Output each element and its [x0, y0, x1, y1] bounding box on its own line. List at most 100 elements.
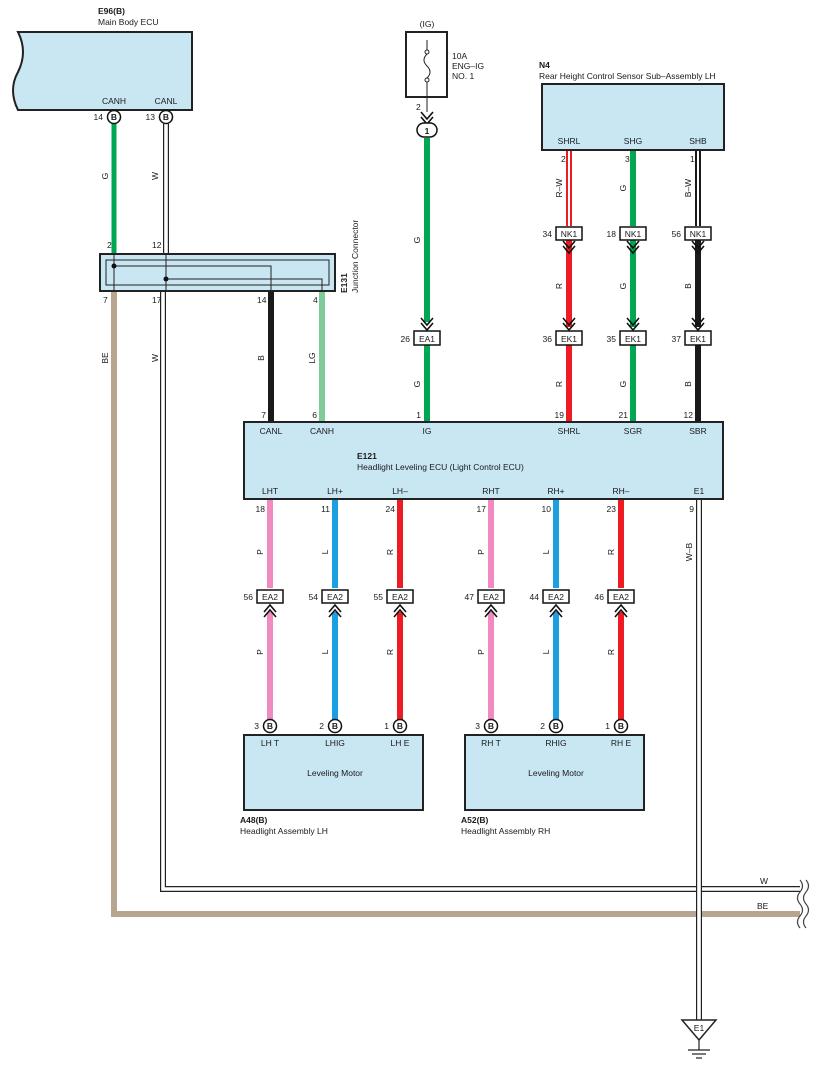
- wire-label-shb-upper: B–W: [683, 179, 693, 197]
- svg-text:19: 19: [555, 410, 565, 420]
- svg-text:LH E: LH E: [391, 738, 410, 748]
- wire-label-shrl-upper: R–W: [554, 179, 564, 198]
- a52-motor: Leveling Motor: [528, 768, 584, 778]
- svg-text:9: 9: [689, 504, 694, 514]
- bus-break-icon: [796, 879, 810, 929]
- svg-text:21: 21: [619, 410, 629, 420]
- svg-text:1: 1: [605, 721, 610, 731]
- nk1-label: NK1: [561, 229, 578, 239]
- bus-label-be: BE: [757, 901, 769, 911]
- e131-code: E131: [339, 273, 349, 293]
- svg-text:EA2: EA2: [548, 592, 564, 602]
- a48-code: A48(B): [240, 815, 268, 825]
- svg-text:23: 23: [607, 504, 617, 514]
- connectors-nk1: NK1 34 NK1 18 NK1 56: [543, 226, 712, 255]
- wire-label-canl-upper: W: [150, 172, 160, 180]
- e131-name: Junction Connector: [350, 220, 360, 293]
- connector-ea1: EA1 26: [401, 317, 441, 346]
- e121-headlight-leveling-ecu: E121 Headlight Leveling ECU (Light Contr…: [243, 410, 724, 514]
- wire-label-canh-lower: LG: [307, 352, 317, 363]
- bus-label-w: W: [760, 876, 768, 886]
- ea1-label: EA1: [419, 334, 435, 344]
- svg-text:SGR: SGR: [624, 426, 642, 436]
- ek1-label: EK1: [561, 334, 577, 344]
- svg-text:RH+: RH+: [547, 486, 564, 496]
- svg-text:L: L: [541, 649, 551, 654]
- ground-icon: E1: [680, 1019, 718, 1059]
- svg-text:56: 56: [672, 229, 682, 239]
- wire-label-ig-upper: G: [412, 237, 422, 244]
- svg-text:LH–: LH–: [392, 486, 408, 496]
- n4-name: Rear Height Control Sensor Sub–Assembly …: [539, 71, 716, 81]
- svg-text:2: 2: [540, 721, 545, 731]
- e96-term-canl: CANL: [155, 96, 178, 106]
- svg-text:NK1: NK1: [690, 229, 707, 239]
- a48-motor: Leveling Motor: [307, 768, 363, 778]
- n4-pin-shrl: 2: [561, 154, 566, 164]
- svg-text:B: B: [332, 721, 338, 731]
- wire-label-ig-lower: G: [412, 381, 422, 388]
- svg-text:EA2: EA2: [613, 592, 629, 602]
- wire-label-rhm: R: [606, 549, 616, 555]
- e96-name: Main Body ECU: [98, 17, 158, 27]
- fuse-pin: 2: [416, 102, 421, 112]
- svg-text:EA2: EA2: [483, 592, 499, 602]
- a48-headlight-lh: B B B 3 2 1 LH T LHIG LH E Leveling Moto…: [240, 718, 424, 836]
- wire-label-be: BE: [100, 352, 110, 364]
- e131-pin-17: 17: [152, 295, 162, 305]
- svg-text:B: B: [553, 721, 559, 731]
- svg-text:1: 1: [384, 721, 389, 731]
- svg-text:CANH: CANH: [310, 426, 334, 436]
- n4-term-shg: SHG: [624, 136, 642, 146]
- svg-text:11: 11: [321, 504, 330, 514]
- wire-label-sbr-lower: B: [683, 381, 693, 387]
- svg-text:SBR: SBR: [689, 426, 706, 436]
- fuse-icon: [423, 40, 431, 97]
- svg-text:47: 47: [465, 592, 475, 602]
- svg-text:R: R: [385, 649, 395, 655]
- e121-bottom-term: LHT: [262, 486, 278, 496]
- wire-label-w-left: W: [150, 354, 160, 362]
- n4-pin-shb: 1: [690, 154, 695, 164]
- wire-label-shg-mid: G: [618, 283, 628, 290]
- ea2-pin: 56: [244, 592, 254, 602]
- wire-label-sgr-lower: G: [618, 381, 628, 388]
- wire-label-canl-lower: B: [256, 355, 266, 361]
- svg-text:2: 2: [319, 721, 324, 731]
- svg-text:EK1: EK1: [625, 334, 641, 344]
- svg-text:RH–: RH–: [612, 486, 629, 496]
- wire-label-lht: P: [255, 549, 265, 555]
- ground-label: E1: [694, 1023, 705, 1033]
- e131-pin-4: 4: [313, 295, 318, 305]
- svg-text:EK1: EK1: [690, 334, 706, 344]
- ek1-pin: 36: [543, 334, 553, 344]
- wire-label-rhp: L: [541, 549, 551, 554]
- svg-text:44: 44: [530, 592, 540, 602]
- wires: [111, 124, 800, 1020]
- e131-pin-14: 14: [257, 295, 267, 305]
- svg-text:18: 18: [607, 229, 617, 239]
- a52-pin: 3: [475, 721, 480, 731]
- a48-name: Headlight Assembly LH: [240, 826, 328, 836]
- svg-text:RH E: RH E: [611, 738, 632, 748]
- svg-text:EA2: EA2: [327, 592, 343, 602]
- wire-label-e1: W–B: [684, 542, 694, 561]
- n4-rear-height-sensor: N4 Rear Height Control Sensor Sub–Assemb…: [539, 60, 725, 164]
- svg-text:54: 54: [309, 592, 319, 602]
- svg-text:P: P: [255, 649, 265, 655]
- e121-code: E121: [357, 451, 377, 461]
- e121-name: Headlight Leveling ECU (Light Control EC…: [357, 462, 524, 472]
- svg-text:10: 10: [542, 504, 552, 514]
- e121-bottom-pin: 18: [256, 504, 266, 514]
- e96-term-canh: CANH: [102, 96, 126, 106]
- e131-pin-12: 12: [152, 240, 162, 250]
- svg-text:35: 35: [607, 334, 617, 344]
- e96-main-body-ecu: E96(B) Main Body ECU CANH CANL B B 14 13: [12, 6, 193, 125]
- svg-text:EA2: EA2: [392, 592, 408, 602]
- n4-term-shrl: SHRL: [558, 136, 581, 146]
- svg-text:55: 55: [374, 592, 384, 602]
- svg-text:6: 6: [312, 410, 317, 420]
- wire-label-shrl-lower: R: [554, 381, 564, 387]
- fuse-name1: ENG–IG: [452, 61, 484, 71]
